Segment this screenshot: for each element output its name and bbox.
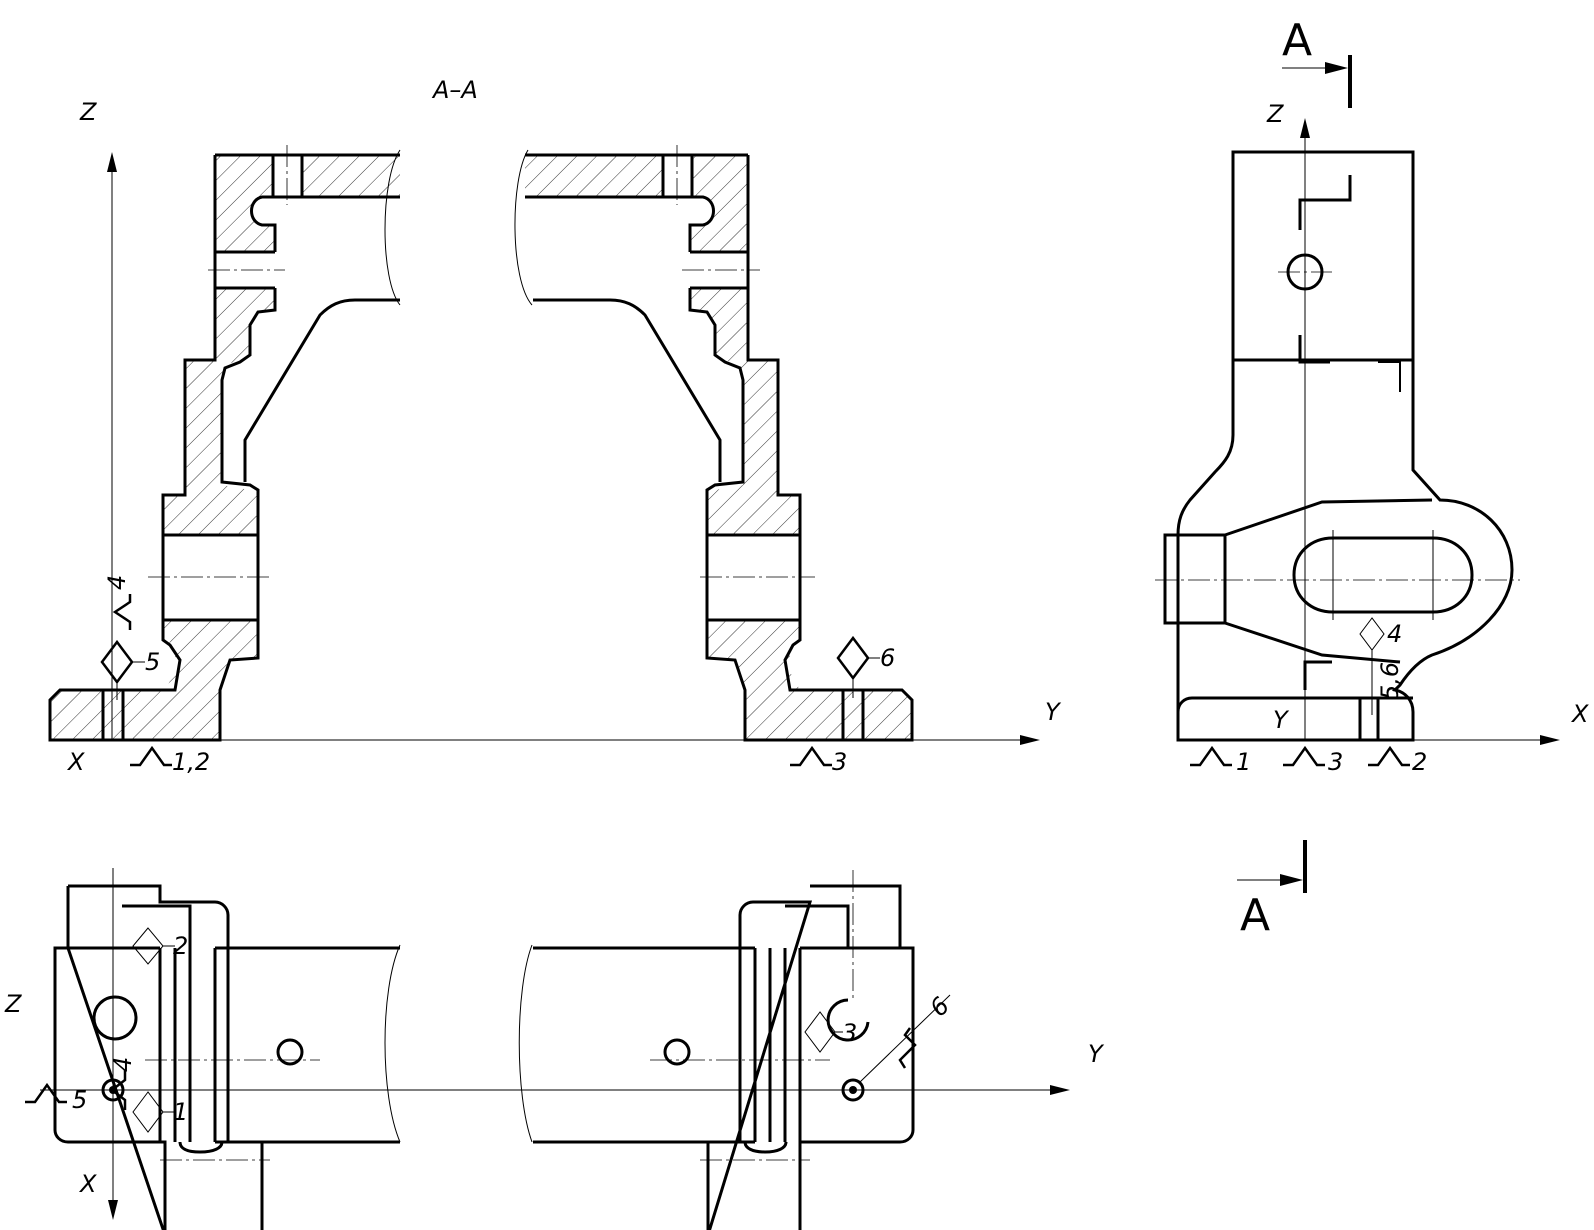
side-axis-x: X xyxy=(1570,700,1589,728)
section-mark-bottom-letter: А xyxy=(1240,890,1270,941)
left-wall xyxy=(48,145,401,742)
front-axes: Z Y X xyxy=(50,98,1062,776)
section-mark-bottom: А xyxy=(1237,840,1307,941)
plan-guide-4-label: 4 xyxy=(109,1057,137,1072)
front-clamp-left-label: 5 xyxy=(145,648,160,676)
plan-support-5-label: 5 xyxy=(72,1086,87,1114)
section-mark-top-letter: А xyxy=(1282,15,1312,66)
side-axis-z: Z xyxy=(1266,100,1284,128)
front-clamp-right-label: 6 xyxy=(880,644,895,672)
front-axis-z: Z xyxy=(79,98,97,126)
right-wall xyxy=(514,145,914,742)
plan-symbols: 2 1 3 4 5 6 xyxy=(25,927,955,1133)
plan-clamp-1-label: 1 xyxy=(173,1098,188,1126)
front-axis-y: Y xyxy=(1045,698,1062,726)
front-support-right-label: 3 xyxy=(832,748,847,776)
side-support-2-label: 2 xyxy=(1412,748,1427,776)
section-mark-top: А xyxy=(1282,15,1352,108)
plan-clamp-2-label: 2 xyxy=(173,932,188,960)
front-support-left-label: 1,2 xyxy=(172,748,210,776)
front-guide-label: 4 xyxy=(103,575,131,590)
side-axis-y: Y xyxy=(1273,706,1290,734)
plan-clamp-3-label: 3 xyxy=(842,1019,857,1047)
side-label-56: 5,6 xyxy=(1376,662,1404,700)
front-support-symbols: 1,2 3 4 5 6 xyxy=(100,575,895,776)
plan-axis-y: Y xyxy=(1088,1040,1105,1068)
plan-axis-z: Z xyxy=(4,990,22,1018)
side-support-3-label: 3 xyxy=(1328,748,1343,776)
section-title: А–А xyxy=(431,76,478,104)
front-axis-x: X xyxy=(66,748,85,776)
plan-support-6-label: 6 xyxy=(924,992,955,1023)
section-view-aa: А–А xyxy=(48,76,1062,776)
side-support-symbols: 1 3 2 4 5,6 xyxy=(1190,617,1427,776)
side-support-1-label: 1 xyxy=(1236,748,1251,776)
side-view: А А Z Y xyxy=(1155,15,1589,941)
plan-view: Z Y X 2 1 3 4 5 6 xyxy=(4,868,1105,1230)
side-clamp-4-label: 4 xyxy=(1387,620,1402,648)
plan-axis-x: X xyxy=(78,1170,97,1198)
